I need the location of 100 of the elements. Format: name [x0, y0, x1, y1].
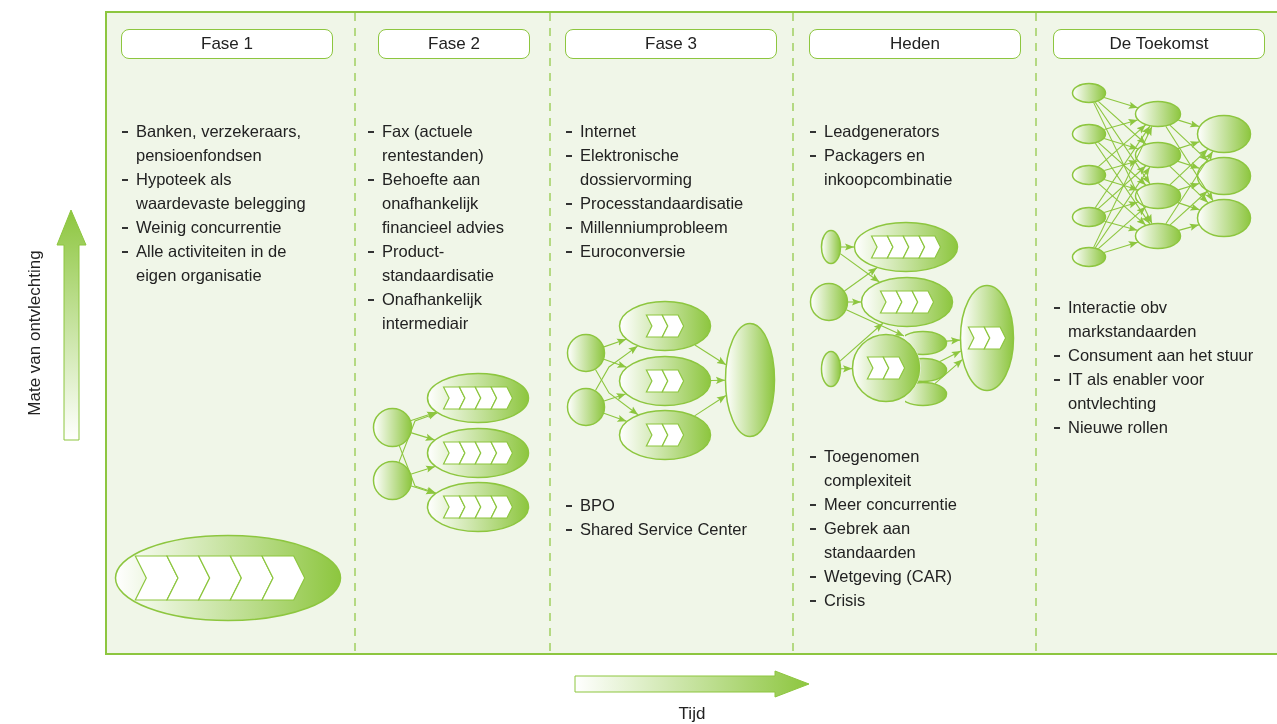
- ellipse-node: [820, 350, 842, 388]
- arrow: [398, 444, 437, 494]
- ellipse-node: [1196, 114, 1252, 154]
- arrow: [1097, 206, 1147, 250]
- ellipse-node: [426, 427, 530, 479]
- arrow: [1165, 150, 1214, 225]
- phase-header: Fase 1: [121, 29, 333, 59]
- circle-node: [851, 333, 921, 403]
- arrow: [1169, 190, 1208, 226]
- list-item: Millenniumprobleem: [580, 217, 729, 238]
- arrow: [410, 485, 436, 495]
- list-item: Gebrek aan standaarden: [824, 518, 917, 563]
- circle-node: [566, 387, 606, 427]
- arrow: [1103, 160, 1139, 172]
- arrow: [1097, 124, 1147, 168]
- arrow: [1094, 142, 1151, 225]
- arrow: [1103, 241, 1139, 253]
- phase-header: De Toekomst: [1053, 29, 1265, 59]
- arrow: [939, 350, 962, 363]
- list-item: Wetgeving (CAR): [824, 566, 954, 587]
- arrow: [594, 368, 639, 416]
- list-item: Nieuwe rollen: [1068, 417, 1169, 438]
- ellipse-node: [853, 221, 959, 273]
- list-item: Crisis: [824, 590, 867, 611]
- ellipse-node: [1134, 141, 1182, 169]
- list-item: Fax (actuele rentestanden): [382, 121, 485, 166]
- arrow: [1094, 166, 1151, 249]
- arrow: [1093, 126, 1153, 248]
- circle-node: [371, 406, 413, 448]
- list-item: Elektronische dossiervorming: [580, 145, 693, 190]
- arrow: [1103, 179, 1139, 191]
- phase-header: Fase 3: [565, 29, 777, 59]
- arrow: [843, 267, 878, 292]
- ellipse-node: [1071, 123, 1107, 145]
- phase-header: Heden: [809, 29, 1021, 59]
- arrow: [398, 412, 438, 463]
- axis-label: Mate van ontvlechting: [25, 250, 45, 416]
- list-item: Packagers en inkoopcombinatie: [824, 145, 954, 190]
- ellipse-node: [959, 284, 1015, 392]
- ellipse-node: [1134, 100, 1182, 128]
- arrow: [409, 411, 437, 422]
- arrow: [1103, 119, 1139, 131]
- arrow: [1177, 119, 1200, 128]
- ellipse-node: [860, 276, 954, 328]
- arrow: [1177, 182, 1200, 191]
- ellipse-node: [1071, 82, 1107, 104]
- arrow: [1165, 125, 1214, 202]
- list-item: Hypoteek als waardevaste belegging: [136, 169, 307, 214]
- list-item: Shared Service Center: [580, 519, 748, 540]
- ellipse-node: [1196, 156, 1252, 196]
- ellipse-node: [1134, 182, 1182, 210]
- arrow: [603, 358, 627, 368]
- arrow: [694, 395, 727, 417]
- arrow: [839, 253, 880, 283]
- ellipse-node: [618, 355, 712, 407]
- ellipse-node: [114, 534, 342, 622]
- arrow: [1094, 101, 1151, 185]
- list-item: BPO: [580, 495, 616, 516]
- arrow: [1097, 100, 1147, 145]
- list-item: Leadgenerators: [824, 121, 941, 142]
- circle-node: [809, 282, 849, 322]
- arrow: [1097, 165, 1147, 210]
- list-item: Product-standaardisatie: [382, 241, 495, 286]
- ellipse-node: [1196, 198, 1252, 238]
- arrow: [1103, 97, 1139, 109]
- arrow: [840, 243, 855, 251]
- list-item: Onafhankelijk intermediair: [382, 289, 483, 334]
- list-item: Banken, verzekeraars, pensioenfondsen: [136, 121, 303, 166]
- ellipse-node: [618, 300, 712, 352]
- arrow: [839, 322, 884, 362]
- ellipse-node: [1071, 206, 1107, 228]
- arrow: [410, 465, 436, 475]
- arrow: [1169, 165, 1209, 204]
- arrow: [410, 432, 436, 441]
- list-item: Weinig concurrentie: [136, 217, 283, 238]
- ellipse-node: [426, 372, 530, 424]
- arrow: [694, 344, 727, 366]
- list-item: Euroconversie: [580, 241, 687, 262]
- list-item: Processtandaardisatie: [580, 193, 745, 214]
- arrow: [934, 359, 963, 385]
- arrow: [1103, 220, 1138, 232]
- ellipse-node: [426, 481, 530, 533]
- arrow: [1097, 182, 1147, 226]
- ellipse-node: [1134, 222, 1182, 250]
- phase-header: Fase 2: [378, 29, 530, 59]
- arrow: [840, 365, 853, 373]
- ellipse-node: [1071, 164, 1107, 186]
- arrow: [1169, 124, 1209, 162]
- arrow: [1178, 223, 1200, 231]
- arrow: [710, 376, 726, 384]
- arrow: [1177, 202, 1201, 211]
- list-item: Toegenomen complexiteit: [824, 446, 921, 491]
- arrow: [603, 393, 627, 402]
- list-item: IT als enabler voor ontvlechting: [1068, 369, 1206, 414]
- list-item: Interactie obv markstandaarden: [1068, 297, 1198, 342]
- list-item: Consument aan het stuur: [1068, 345, 1254, 366]
- ellipse-node: [820, 229, 842, 265]
- list-item: Alle activiteiten in de eigen organisatie: [136, 241, 288, 286]
- arrow: [1169, 148, 1209, 186]
- arrow: [603, 412, 627, 422]
